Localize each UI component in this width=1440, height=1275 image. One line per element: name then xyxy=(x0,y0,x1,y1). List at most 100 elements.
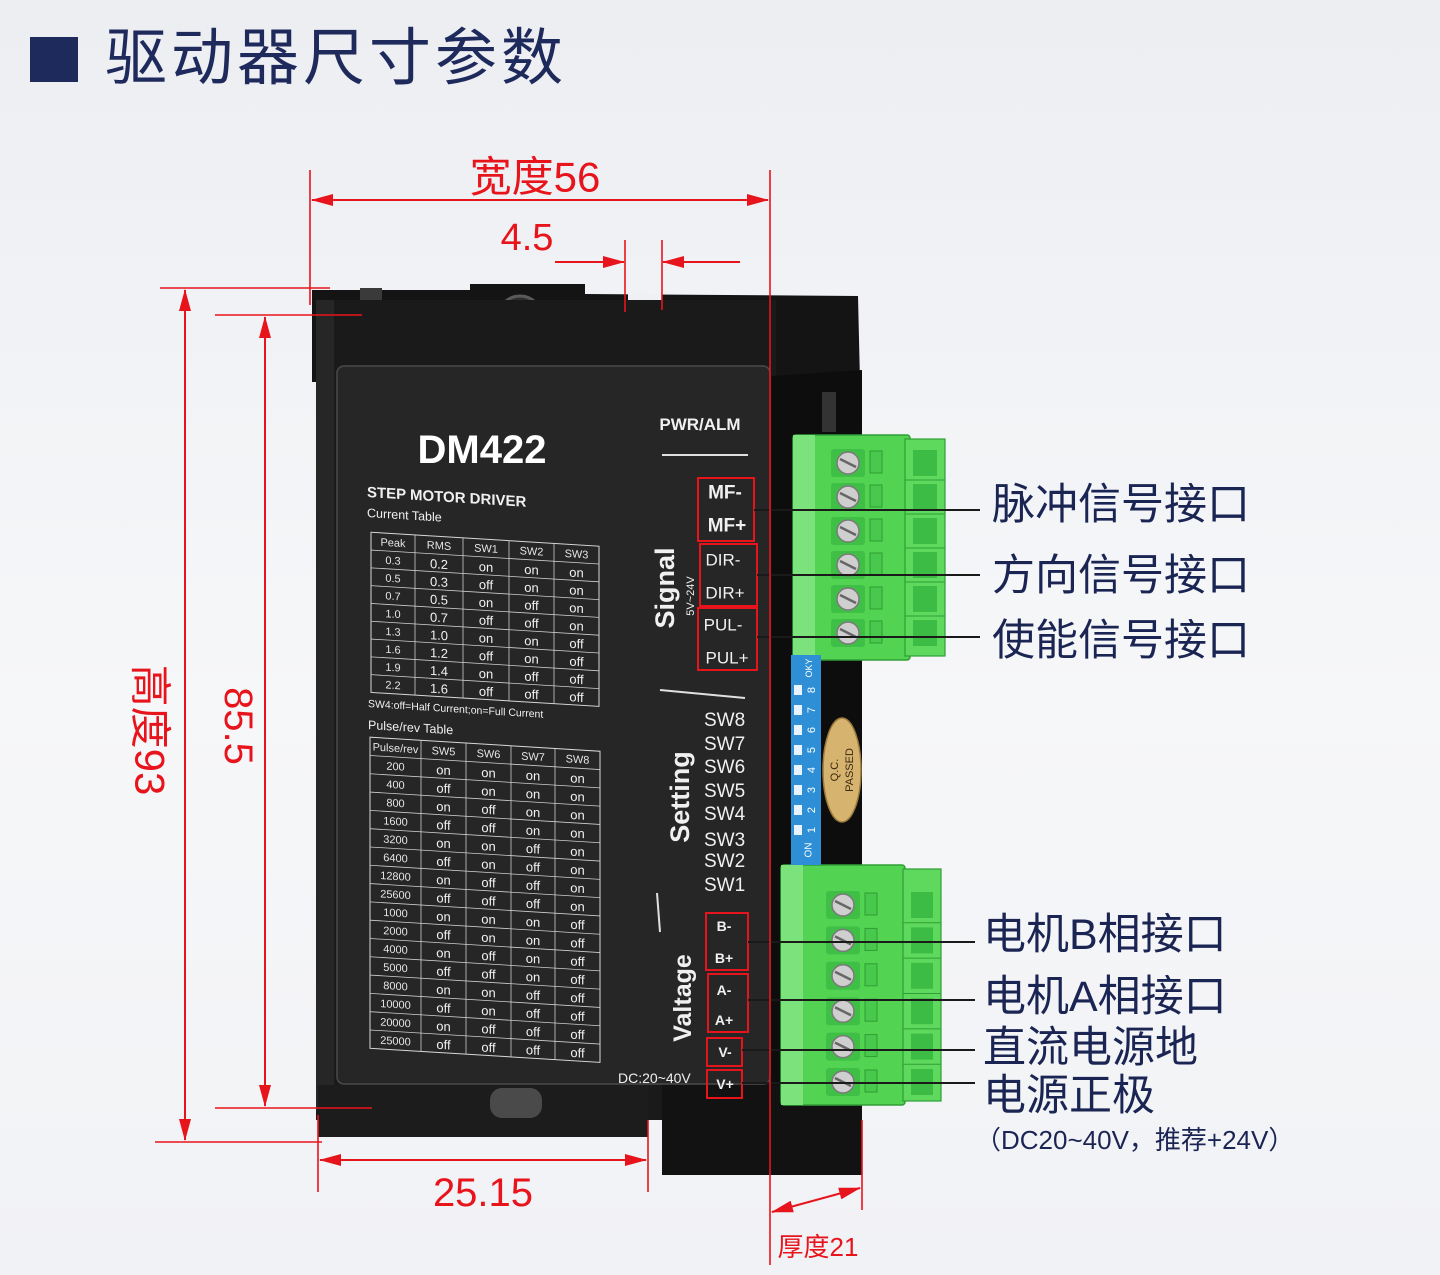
dip-switch-lever[interactable] xyxy=(794,685,802,695)
pulse-table-cell: 6400 xyxy=(383,852,407,865)
pulse-table-row-divider xyxy=(370,901,600,917)
pin-box-v-minus xyxy=(706,1037,743,1067)
pulse-table-cell: off xyxy=(526,896,541,912)
current-table-cell: off xyxy=(569,636,584,652)
current-table-title: Current Table xyxy=(367,506,442,525)
pulse-table-cell: on xyxy=(570,825,584,841)
pulse-table-cell: on xyxy=(436,835,450,851)
title-marker xyxy=(30,37,78,82)
pulse-table-cell: off xyxy=(436,817,451,833)
pulse-table-header-cell: SW6 xyxy=(477,748,501,761)
current-table-cell: 1.6 xyxy=(385,644,400,657)
pulse-table-cell: on xyxy=(436,872,450,888)
pulse-table-cell: on xyxy=(526,823,540,839)
signal-terminal-window xyxy=(869,586,883,610)
power-terminal-plug-socket xyxy=(911,1033,933,1060)
dip-switch-number: 4 xyxy=(806,767,818,773)
pulse-table-cell: on xyxy=(436,762,450,778)
signal-terminal-plug-socket xyxy=(913,620,937,646)
pulse-table-row-divider xyxy=(370,864,600,880)
terminal-screw-slot xyxy=(839,627,857,639)
current-table-cell: off xyxy=(524,669,539,685)
pulse-table-header-cell: SW8 xyxy=(566,753,590,766)
dip-switch-lever[interactable] xyxy=(794,765,802,775)
current-table-cell: off xyxy=(569,689,584,705)
current-table-cell: 1.0 xyxy=(385,608,400,621)
dip-switch-lever[interactable] xyxy=(794,725,802,735)
callout-enable: 使能信号接口 xyxy=(992,617,1250,665)
pulse-table-cell: on xyxy=(570,862,584,878)
current-table-cell: on xyxy=(524,562,538,578)
power-terminal-plug-socket xyxy=(911,927,933,954)
pulse-table-cell: off xyxy=(481,966,496,982)
pulse-table-cell: off xyxy=(481,1039,496,1055)
pulse-table-cell: off xyxy=(570,935,585,951)
pulse-table-cell: off xyxy=(570,972,585,988)
power-terminal-window xyxy=(864,927,878,951)
pulse-table-cell: 4000 xyxy=(383,943,407,956)
current-table-cell: 1.2 xyxy=(430,645,448,661)
pulse-table-cell: 1600 xyxy=(383,815,407,828)
pulse-table-cell: 5000 xyxy=(383,962,407,975)
current-table-cell: 1.9 xyxy=(385,662,400,675)
dim-label-slot-offset: 4.5 xyxy=(501,217,554,259)
pulse-table-cell: off xyxy=(526,987,541,1003)
current-table-cell: on xyxy=(479,595,493,611)
pulse-table-cell: on xyxy=(570,898,584,914)
current-table-cell: 0.3 xyxy=(385,555,400,568)
pulse-table-cell: on xyxy=(436,982,450,998)
dip-switch-lever[interactable] xyxy=(794,705,802,715)
pulse-table-cell: off xyxy=(570,1045,585,1061)
pin-b-minus: B- xyxy=(717,918,732,934)
power-terminal-plug-socket xyxy=(911,998,933,1025)
model-name: DM422 xyxy=(418,428,547,472)
pulse-table-cell: 400 xyxy=(386,779,404,792)
signal-terminal-plug-socket xyxy=(913,484,937,510)
pin-mf-minus: MF- xyxy=(708,483,742,504)
pulse-table-cell: off xyxy=(570,953,585,969)
pulse-table-cell: off xyxy=(570,917,585,933)
terminal-screw-slot xyxy=(839,491,857,503)
pulse-table-cell: on xyxy=(481,1003,495,1019)
current-table-header-cell: SW1 xyxy=(474,542,498,555)
pulse-table-cell: on xyxy=(481,856,495,872)
current-table-cell: on xyxy=(524,633,538,649)
pulse-table-cell: on xyxy=(526,932,540,948)
signal-terminal-window xyxy=(869,484,883,508)
signal-group-label: Signal xyxy=(650,547,680,628)
bottom-mounting-slot xyxy=(490,1088,542,1118)
power-terminal-window xyxy=(864,1069,878,1093)
current-table-cell: 0.5 xyxy=(385,573,400,586)
dim-label-width: 宽度56 xyxy=(470,154,601,201)
signal-terminal-window xyxy=(869,518,883,542)
terminal-screw-slot xyxy=(839,559,857,571)
callout-dc-ground: 直流电源地 xyxy=(983,1024,1198,1072)
dip-switch-lever[interactable] xyxy=(794,805,802,815)
current-table-header-cell: SW3 xyxy=(565,548,589,561)
pulse-table-cell: on xyxy=(481,985,495,1001)
pulse-table-cell: 20000 xyxy=(380,1016,411,1030)
terminal-screw-slot xyxy=(834,935,852,946)
current-table-cell: on xyxy=(524,651,538,667)
current-table-cell: 0.7 xyxy=(385,590,400,603)
pulse-table-row-divider xyxy=(370,1011,600,1027)
pulse-table-header-cell: SW5 xyxy=(432,745,456,758)
pulse-table-row-divider xyxy=(370,755,600,770)
pulse-table-cell: off xyxy=(436,781,451,797)
dc-range-label: DC:20~40V xyxy=(618,1070,691,1086)
dip-switch-lever[interactable] xyxy=(794,745,802,755)
callout-leaders xyxy=(742,509,980,1084)
current-table-cell: 0.2 xyxy=(430,556,448,572)
pulse-table-row-divider xyxy=(370,992,600,1008)
dip-switch-lever[interactable] xyxy=(794,785,802,795)
signal-terminal-window xyxy=(869,450,883,474)
setting-divider xyxy=(656,892,661,933)
switch-label-sw5: SW5 xyxy=(704,781,745,802)
setting-group-label: Setting xyxy=(665,751,695,843)
signal-terminal-plug-socket xyxy=(913,552,937,578)
switch-label-sw2: SW2 xyxy=(704,851,745,872)
current-table-row-divider xyxy=(371,638,599,654)
pulse-table-cell: 3200 xyxy=(383,834,407,847)
power-terminal-window xyxy=(864,892,878,916)
dip-switch-lever[interactable] xyxy=(794,825,802,835)
